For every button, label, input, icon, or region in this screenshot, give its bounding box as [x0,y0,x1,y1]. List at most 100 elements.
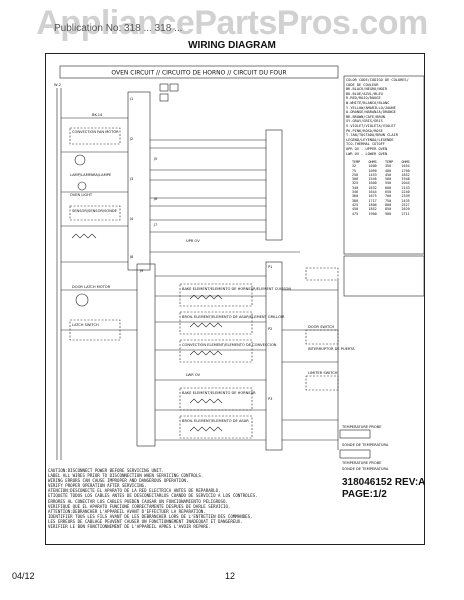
table-cell: 450 [385,172,392,177]
sensor-box [69,205,121,221]
table-cell: 1852 [368,207,377,212]
element-label-1: BROIL ELEMENT/ELEMENTO DE ASAR/ELEMENT G… [182,315,285,319]
table-cell: 300 [352,177,359,182]
right-label-6: LIMITER SWITCH [308,371,338,375]
part-number: 318046152 REV:A [342,477,426,488]
connector-p1: P1 [268,265,272,269]
right-label-4: DOOR SWITCH [308,325,334,329]
table-cell: 1900 [368,211,377,216]
connector-p2: P2 [268,327,272,331]
caution-notice: CAUTION:DISCONNECT POWER BEFORE SERVICIN… [48,468,340,529]
legend-line: BR-BROWN/CAFE/BRUN [346,114,385,119]
legend-line: PK-PINK/ROSA/ROSE [346,128,383,133]
label-lamp: LAMP/LAMPARA/LAMPE [70,173,112,177]
connector-j3: J3 [129,177,133,181]
watermark: AppliancePartsPros.com [36,4,428,42]
table-cell: 600 [385,185,392,190]
legend-line: CODE DE COULEUR [346,82,379,87]
convection-element-box [179,339,253,363]
table-cell: 850 [385,207,392,212]
label-sensor: SENSOR/SENSOR/SONDE [72,209,118,213]
table-cell: 475 [352,211,359,216]
connector-j4: J4 [129,217,134,221]
table-cell: 2339 [401,194,410,199]
table-cell: 32 [352,164,357,169]
connector-j1: J1 [129,97,133,101]
footer-page-number: 12 [225,571,236,581]
legend-box [343,75,425,255]
label-oven-light: OVEN LIGHT [70,193,93,197]
label-bk14: BK-14 [92,113,103,117]
table-cell: 340 [352,185,359,190]
table-row: 340 1632 600 2143 [352,186,418,190]
table-cell: 250 [352,172,359,177]
caution-line: ETIQUETE TODOS LOS CABLES ANTES DE DESCO… [48,493,258,499]
element-label-2: CONVECTION ELEMENT/ELEMENTO DE CONVECCIO… [182,343,277,347]
table-cell: 2143 [401,185,410,190]
table-cell: 550 [385,181,392,186]
connector-block-upper [265,129,283,241]
fan-motor-box [69,127,121,145]
table-cell: 1654 [401,164,410,169]
caution-line: CAUTION:DISCONNECT POWER BEFORE SERVICIN… [48,468,164,473]
footer-date: 04/12 [12,571,35,581]
caution-line: WIRING ERRORS CAN CAUSE IMPROPER AND DAN… [48,478,189,484]
caution-line: VERIFY PROPER OPERATION AFTER SERVICING. [48,483,147,489]
connector-j8: J8 [129,255,134,259]
connector-j9: J9 [139,269,144,273]
right-label-2: TEMPERATURE PROBE [341,461,382,465]
legend-line: COLOR CODE/CODIGO DE COLORES/ [346,78,409,82]
legend-line: LWR OV - LOWER OVEN [346,151,388,156]
table-cell: 2044 [401,181,410,186]
connector-j2: J2 [129,137,133,141]
table-cell: 2435 [401,198,410,203]
label-latch-motor: DOOR LATCH MOTOR [72,285,111,289]
table-cell: 1632 [368,185,377,190]
connector-j6: J6 [153,197,158,201]
table-cell: 1948 [401,177,410,182]
table-cell: 75 [352,168,357,173]
table-cell: 1760 [401,168,410,173]
table-cell: 1675 [368,194,377,199]
table-cell: 1453 [368,172,377,177]
table-cell: 2620 [401,207,410,212]
label-lwr-ov: LWR OV [186,373,201,377]
label-fan-motor: CONVECTION FAN MOTOR [72,130,119,134]
table-cell: 425 [352,202,359,207]
fan-motor-symbol [74,154,86,166]
table-cell: 360 [352,194,359,199]
table-cell: 325 [352,181,359,186]
connector-j5: J5 [153,157,157,161]
table-cell: 380 [352,198,359,203]
table-header: TEMP OHMS TEMP OHMS [352,160,410,164]
lower-bake-element-box [179,387,253,411]
lower-broil-element-box [179,415,253,439]
table-cell: 1546 [368,177,377,182]
element-label-4: BROIL ELEMENT/ELEMENTO DE ASAR [182,419,249,423]
table-cell: 650 [385,190,392,195]
legend-line: GY-GRAY/GRIS/GRIS [346,119,383,124]
relay-board [136,263,156,447]
table-cell: 1644 [368,190,377,195]
legend-line: W-WHITE/BLANCO/BLANC [346,100,390,105]
table-cell: 500 [385,177,392,182]
color-code-legend: COLOR CODE/CODIGO DE COLORES/CODE DE COU… [346,78,423,156]
table-cell: 1090 [368,168,377,173]
legend-line: BK-BLACK/NEGRO/NOIR [346,87,388,92]
diagram-title: OVEN CIRCUIT // CIRCUITO DE HORNO // CIR… [111,70,286,77]
control-board [127,91,151,271]
latch-switch-box [69,319,121,341]
right-label-0: TEMPERATURE PROBE [341,425,382,429]
legend-line: R-RED/ROJO/ROUGE [346,96,381,101]
lamp-symbol [77,181,87,191]
right-label-5: INTERRUPTOR DE PUERTA [308,347,355,351]
table-cell: 800 [385,202,392,207]
table-cell: 346 [352,190,359,195]
